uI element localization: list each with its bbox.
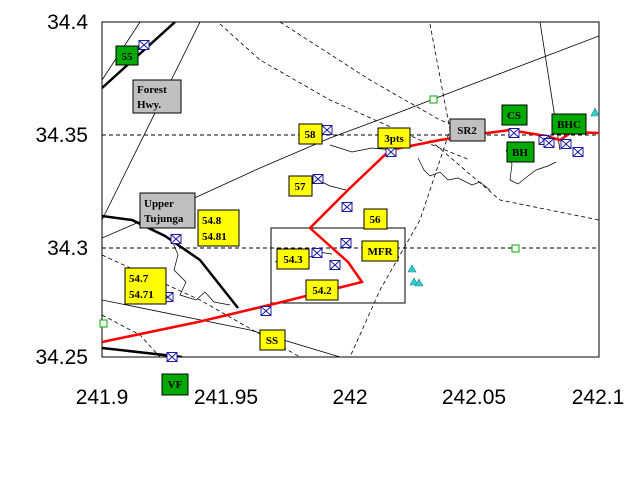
station-marker — [329, 260, 341, 270]
svg-text:Upper: Upper — [144, 198, 174, 210]
y-tick-label: 34.3 — [47, 237, 88, 260]
green-site-markers — [99, 95, 520, 328]
station-marker — [543, 138, 555, 148]
y-axis: 34.4 34.35 34.3 34.25 — [35, 11, 88, 369]
svg-text:MFR: MFR — [367, 246, 393, 258]
triangle-marker — [409, 277, 419, 286]
station-marker — [311, 248, 323, 258]
label-ss: SS — [259, 329, 286, 351]
svg-text:54.71: 54.71 — [129, 289, 154, 301]
y-tick-label: 34.25 — [35, 346, 88, 369]
svg-text:58: 58 — [305, 129, 317, 141]
label-3pts: 3pts — [377, 127, 411, 149]
svg-text:VF: VF — [168, 379, 183, 391]
svg-text:SR2: SR2 — [457, 125, 477, 137]
triangle-marker — [414, 278, 424, 287]
svg-text:54.2: 54.2 — [312, 285, 332, 297]
station-marker — [560, 139, 572, 149]
label-sr2: SR2 — [449, 118, 486, 142]
svg-text:Hwy.: Hwy. — [137, 99, 161, 111]
station-marker — [260, 306, 272, 316]
triangle-marker — [407, 264, 417, 273]
label-54-8: 54.8 54.81 — [197, 209, 240, 247]
svg-text:SS: SS — [266, 335, 278, 347]
station-marker — [138, 40, 150, 50]
site-square — [511, 244, 520, 253]
label-58: 58 — [298, 123, 323, 145]
svg-text:BH: BH — [512, 147, 528, 159]
label-cs: CS — [501, 104, 528, 126]
station-marker — [340, 238, 352, 248]
label-57: 57 — [288, 175, 313, 197]
label-mfr: MFR — [361, 240, 399, 262]
label-forest-hwy: Forest Hwy. — [132, 79, 182, 114]
svg-text:Forest: Forest — [137, 84, 167, 96]
x-tick-label: 242.1 — [572, 386, 625, 409]
label-56: 56 — [363, 208, 388, 230]
label-vf: VF — [161, 373, 189, 396]
svg-text:CS: CS — [507, 110, 521, 122]
svg-text:57: 57 — [295, 181, 307, 193]
station-marker — [341, 202, 353, 212]
label-bhc: BHC — [551, 113, 587, 135]
station-marker — [166, 352, 178, 362]
station-marker — [572, 147, 584, 157]
x-tick-label: 242.05 — [442, 386, 506, 409]
svg-text:54.81: 54.81 — [202, 231, 227, 243]
station-marker — [170, 234, 182, 244]
station-marker — [385, 147, 397, 157]
label-upper-tujunga: Upper Tujunga — [139, 192, 196, 229]
site-square — [99, 319, 108, 328]
svg-text:3pts: 3pts — [384, 133, 404, 145]
x-tick-label: 241.95 — [194, 386, 258, 409]
y-tick-label: 34.4 — [47, 11, 88, 34]
site-square — [429, 95, 438, 104]
station-marker — [321, 125, 333, 135]
svg-text:54.3: 54.3 — [283, 254, 303, 266]
mfr-area-box — [270, 227, 406, 304]
svg-text:55: 55 — [122, 51, 134, 63]
label-54-3: 54.3 — [276, 248, 310, 270]
triangle-markers — [407, 107, 600, 287]
label-54-2: 54.2 — [305, 279, 339, 301]
triangle-marker — [590, 107, 600, 117]
x-tick-label: 241.9 — [76, 386, 129, 409]
label-55: 55 — [115, 45, 139, 66]
plot-frame — [101, 21, 600, 358]
station-marker — [312, 174, 324, 184]
label-bh: BH — [506, 141, 535, 163]
svg-text:54.7: 54.7 — [129, 273, 149, 285]
svg-text:56: 56 — [370, 214, 382, 226]
y-tick-label: 34.35 — [35, 124, 88, 147]
station-marker — [508, 128, 520, 138]
svg-text:BHC: BHC — [557, 119, 581, 131]
svg-text:Tujunga: Tujunga — [144, 213, 184, 225]
x-tick-label: 242 — [332, 386, 367, 409]
label-54-7: 54.7 54.71 — [124, 267, 167, 305]
svg-text:54.8: 54.8 — [202, 215, 222, 227]
x-axis: 241.9 241.95 242 242.05 242.1 — [76, 386, 625, 409]
